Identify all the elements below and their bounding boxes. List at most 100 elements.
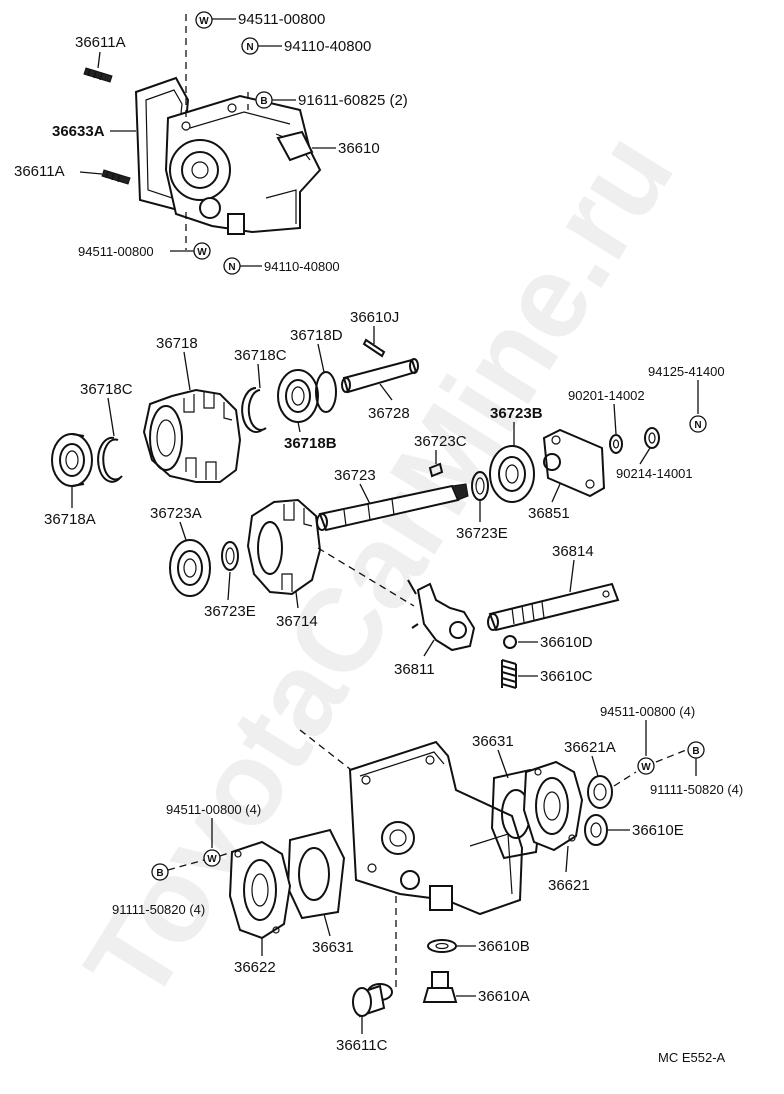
ring-36723E-left [221, 541, 239, 571]
callout-36610D: 36610D [518, 634, 593, 651]
svg-text:36611C: 36611C [336, 1037, 388, 1054]
snap-ring-36718C-left [97, 436, 123, 483]
callout-94511-00800-mid: 94511-00800 W [78, 242, 211, 260]
svg-text:36610: 36610 [338, 140, 380, 157]
svg-text:91111-50820 (4): 91111-50820 (4) [112, 902, 205, 917]
callout-91111-50820-4-right: B 91111-50820 (4) [650, 741, 743, 797]
washer-symbol-icon: W [195, 11, 213, 29]
svg-text:36718: 36718 [156, 335, 198, 352]
svg-text:94110-40800: 94110-40800 [284, 38, 371, 55]
callout-36610A: 36610A [456, 988, 530, 1005]
svg-text:36610D: 36610D [540, 634, 593, 651]
gear-36718 [142, 388, 242, 483]
svg-text:36622: 36622 [234, 959, 276, 976]
svg-text:36610B: 36610B [478, 938, 530, 955]
callout-36621: 36621 [548, 845, 590, 894]
pin-36610J [362, 338, 386, 358]
washer-symbol-icon: W [637, 757, 655, 775]
callout-90201-14002: 90201-14002 [568, 388, 645, 435]
bearing-36723A [169, 539, 211, 597]
seal-36610E [584, 814, 608, 846]
svg-text:36723B: 36723B [490, 405, 543, 422]
retainer-36851 [542, 428, 606, 498]
callout-36610: 36610 [312, 140, 380, 157]
callout-36621A: 36621A [564, 739, 616, 777]
callout-36631-top: 36631 [472, 733, 514, 779]
svg-text:91111-50820 (4): 91111-50820 (4) [650, 782, 743, 797]
svg-text:36723E: 36723E [456, 525, 508, 542]
stud-36611A-lower [101, 169, 131, 185]
callout-94110-40800-top: N 94110-40800 [241, 37, 371, 55]
svg-text:36718D: 36718D [290, 327, 343, 344]
callout-36610E: 36610E [608, 822, 684, 839]
svg-text:N: N [228, 262, 235, 273]
nut-symbol-icon: N [223, 257, 241, 275]
shaft-36728 [341, 358, 419, 394]
callout-36723: 36723 [334, 467, 376, 505]
diagram-code: MC E552-A [658, 1050, 726, 1065]
bolt-symbol-icon: B [687, 741, 705, 759]
spring-36610C [501, 659, 517, 689]
washer-symbol-icon: W [193, 242, 211, 260]
extension-housing [348, 740, 524, 916]
cover-36622 [228, 840, 292, 940]
svg-text:91611-60825 (2): 91611-60825 (2) [298, 92, 408, 109]
nut-symbol-icon: N [241, 37, 259, 55]
svg-text:36610A: 36610A [478, 988, 530, 1005]
svg-text:36814: 36814 [552, 543, 594, 560]
callout-36814: 36814 [552, 543, 594, 593]
svg-text:36728: 36728 [368, 405, 410, 422]
plug-36611C [352, 983, 393, 1018]
ball-36610D [503, 635, 517, 649]
svg-text:36610C: 36610C [540, 668, 593, 685]
svg-text:36723: 36723 [334, 467, 376, 484]
bearing-36718B [277, 369, 319, 423]
svg-text:36718B: 36718B [284, 435, 337, 452]
callout-36851: 36851 [528, 483, 570, 522]
svg-text:94511-00800: 94511-00800 [238, 11, 325, 28]
svg-text:B: B [692, 746, 699, 757]
svg-text:94125-41400: 94125-41400 [648, 364, 725, 379]
callout-36811: 36811 [394, 639, 435, 678]
callout-36723C: 36723C [414, 433, 467, 464]
svg-text:N: N [246, 42, 253, 53]
svg-text:36718C: 36718C [80, 381, 133, 398]
callout-36611C: 36611C [336, 1016, 388, 1054]
svg-text:B: B [260, 96, 267, 107]
cover-36621 [522, 760, 584, 852]
svg-text:W: W [641, 762, 651, 773]
callout-91111-50820-4-left: B 91111-50820 (4) [112, 859, 205, 917]
plug-36610A [422, 971, 458, 1003]
callout-36610J: 36610J [350, 309, 399, 344]
svg-text:94511-00800 (4): 94511-00800 (4) [166, 802, 261, 817]
callout-36718: 36718 [156, 335, 198, 391]
callout-36723E-right: 36723E [456, 500, 508, 542]
svg-text:94511-00800: 94511-00800 [78, 244, 154, 259]
stud-36611A-upper [83, 67, 113, 83]
svg-text:36633A: 36633A [52, 123, 105, 140]
bolt-symbol-icon: B [151, 863, 169, 881]
washer-symbol-icon: W [203, 849, 221, 867]
svg-text:36631: 36631 [312, 939, 354, 956]
svg-text:N: N [694, 420, 701, 431]
shift-shaft-36814 [487, 582, 620, 632]
callout-36723E-left: 36723E [204, 571, 256, 620]
callout-91611-60825: B 91611-60825 (2) [255, 91, 408, 109]
callout-36723A: 36723A [150, 505, 202, 541]
seal-36621A [587, 775, 613, 809]
shaft-36723 [316, 483, 469, 532]
svg-text:36611A: 36611A [14, 163, 65, 180]
snap-ring-36718C-right [241, 387, 267, 433]
callout-36611A-lower: 36611A [14, 163, 103, 180]
callout-36622: 36622 [234, 938, 276, 976]
svg-text:36718A: 36718A [44, 511, 96, 528]
key-36723C [428, 462, 444, 478]
callout-36633A: 36633A [52, 123, 136, 140]
callout-94511-00800-top: W 94511-00800 [195, 11, 325, 29]
svg-text:W: W [197, 247, 207, 258]
callout-36718C-right: 36718C [234, 347, 287, 389]
svg-text:36851: 36851 [528, 505, 570, 522]
housing-36610 [134, 76, 322, 235]
svg-text:94511-00800 (4): 94511-00800 (4) [600, 704, 695, 719]
